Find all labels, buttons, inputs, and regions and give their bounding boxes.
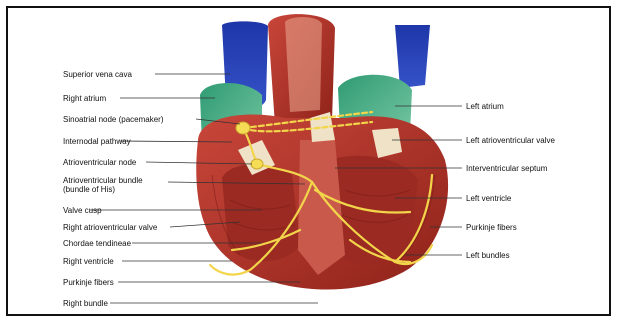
- label-right-av-valve: Right atrioventricular valve: [63, 223, 157, 232]
- label-superior-vena-cava: Superior vena cava: [63, 70, 132, 79]
- label-right-bundle: Right bundle: [63, 299, 108, 308]
- label-purkinje-fibers-left: Purkinje fibers: [63, 278, 114, 287]
- label-right-atrium: Right atrium: [63, 94, 106, 103]
- pulmonary-vein-blue: [395, 25, 430, 88]
- label-internodal-pathway: Internodal pathway: [63, 137, 131, 146]
- label-left-ventricle: Left ventricle: [466, 194, 511, 203]
- label-atrioventricular-node: Atrioventricular node: [63, 158, 136, 167]
- label-left-av-valve: Left atrioventricular valve: [466, 136, 555, 145]
- label-purkinje-fibers-right: Purkinje fibers: [466, 223, 517, 232]
- label-sinoatrial-node: Sinoatrial node (pacemaker): [63, 115, 164, 124]
- label-left-atrium: Left atrium: [466, 102, 504, 111]
- label-left-bundles: Left bundles: [466, 251, 510, 260]
- label-chordae-tendineae: Chordae tendineae: [63, 239, 131, 248]
- label-right-ventricle: Right ventricle: [63, 257, 114, 266]
- label-atrioventricular-bundle: Atrioventricular bundle (bundle of His): [63, 176, 143, 194]
- atrioventricular-node: [251, 159, 263, 169]
- label-valve-cusp: Valve cusp: [63, 206, 102, 215]
- label-interventricular-septum: Interventricular septum: [466, 164, 547, 173]
